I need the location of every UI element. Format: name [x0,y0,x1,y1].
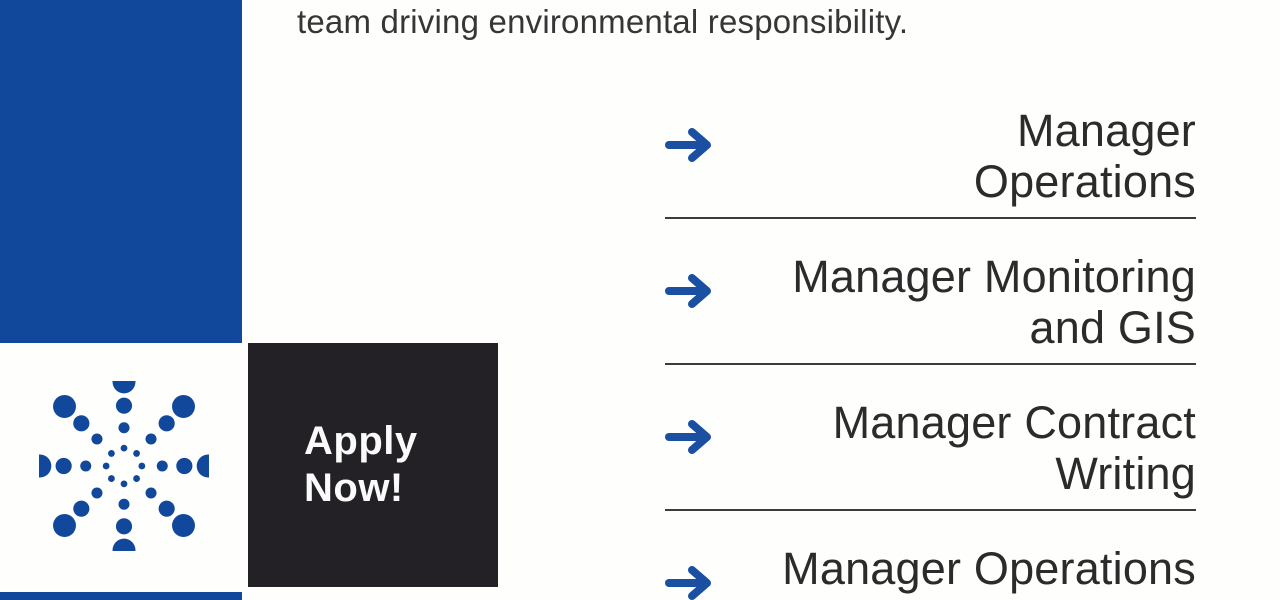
position-title: Manager Operations Tehsil [782,543,1196,600]
arrow-right-icon [665,565,735,600]
tagline-text: team driving environmental responsibilit… [297,3,909,40]
position-title: Manager Operations [973,105,1196,207]
blue-strip-bottom [0,592,242,600]
position-title: Manager Contract Writing [832,397,1196,499]
arrow-right-icon [665,273,735,309]
arrow-right-icon [665,419,735,455]
position-item: Manager Operations [665,96,1196,219]
arrow-right-icon [665,127,735,163]
blue-panel [0,0,242,343]
starburst-dots-icon [39,381,209,551]
apply-now-button[interactable]: Apply Now! [248,343,498,587]
position-item: Manager Operations Tehsil [665,511,1196,600]
apply-now-label: Apply Now! [304,419,418,510]
position-item: Manager Contract Writing [665,365,1196,511]
positions-list: Manager Operations Manager Monitoring an… [665,96,1196,600]
position-title: Manager Monitoring and GIS [792,251,1196,353]
position-item: Manager Monitoring and GIS [665,219,1196,365]
